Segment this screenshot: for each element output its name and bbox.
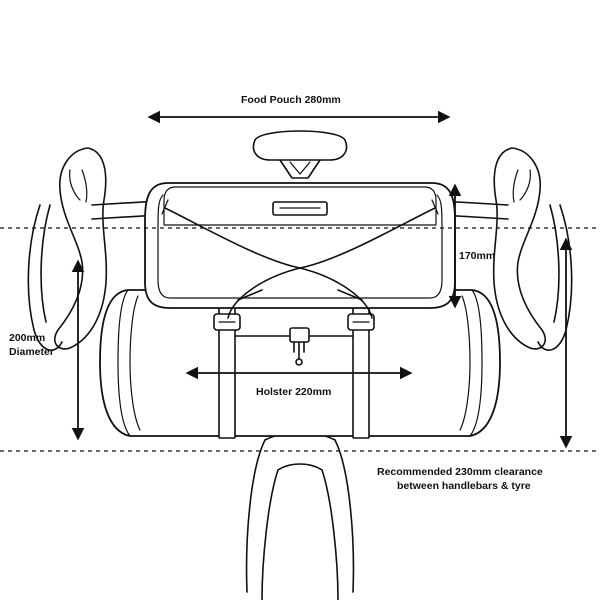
toggle-buckle [289, 327, 310, 366]
diameter-label-line1: 200mm [9, 332, 46, 344]
right-brake-lever [492, 147, 573, 351]
clearance-label-line1: Recommended 230mm clearance [377, 466, 543, 478]
height-label: 170mm [459, 250, 496, 262]
left-brake-lever [27, 147, 108, 351]
bike-frame [245, 431, 355, 600]
food-pouch [144, 182, 456, 309]
clearance-label-line2: between handlebars & tyre [397, 480, 531, 492]
holster-label: Holster 220mm [256, 386, 332, 398]
food-pouch-label: Food Pouch 280mm [241, 94, 341, 106]
bungee-cord [161, 199, 439, 319]
diameter-label-line2: Diameter [9, 346, 54, 358]
stem-cap [252, 130, 348, 179]
